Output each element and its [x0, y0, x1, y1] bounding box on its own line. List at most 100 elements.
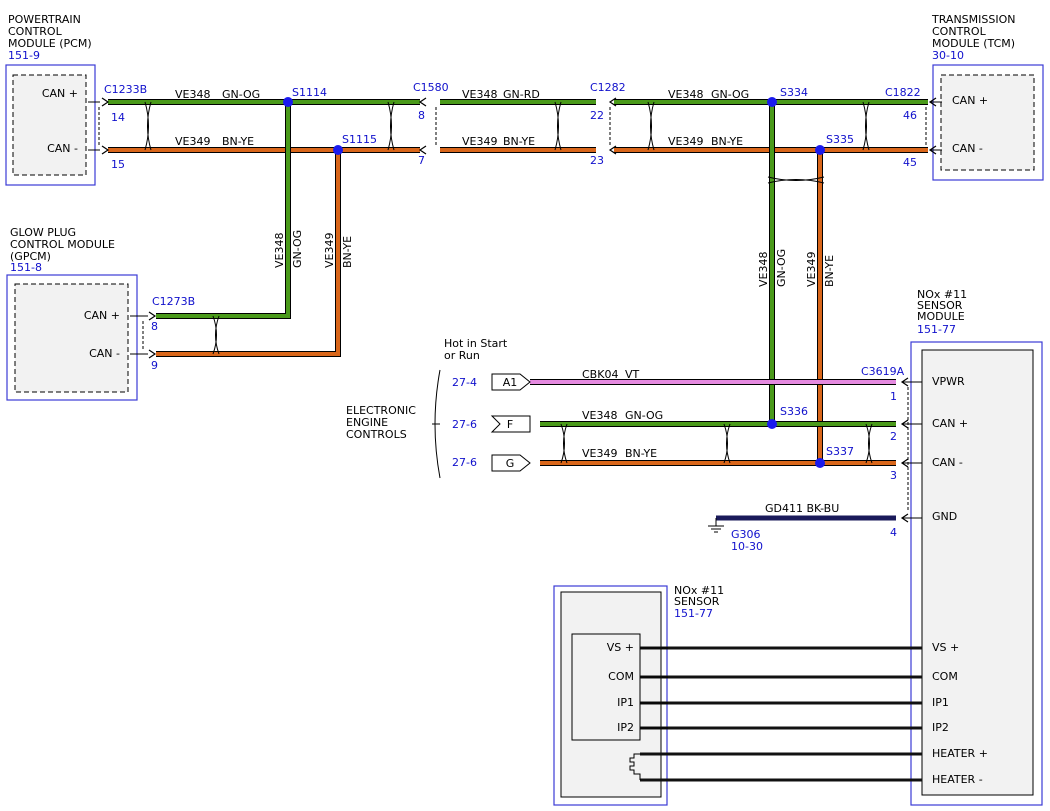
- nox-module-pin-label: CAN -: [932, 456, 963, 469]
- nox-module-pin-label: HEATER +: [932, 747, 988, 760]
- circuit-label: GN-OG: [711, 88, 749, 101]
- nox-module-inner: [921, 349, 1034, 796]
- twist-nox-mid: [723, 423, 731, 464]
- pcm-title-line: POWERTRAIN: [8, 13, 81, 26]
- tcm-inner: [940, 74, 1035, 171]
- hot-label: Hot in Start: [444, 337, 508, 350]
- circuit-label-vertical: VE349: [805, 252, 818, 287]
- circuit-label-vertical: VE348: [757, 252, 770, 287]
- tag-a1-outline: [491, 373, 531, 391]
- nox-module-title-line: SENSOR: [917, 299, 963, 312]
- pin-1: 1: [890, 390, 897, 403]
- tcm-title-line: TRANSMISSION: [931, 13, 1015, 26]
- connector-label-c1822: C1822: [885, 86, 921, 99]
- splice-label-s334: S334: [780, 86, 808, 99]
- circuit-label: VE349: [668, 135, 703, 148]
- pin-3: 3: [890, 469, 897, 482]
- gpcm-title-line: CONTROL MODULE: [10, 238, 115, 251]
- nox-sensor-element: [571, 633, 641, 741]
- pin-8: 8: [151, 320, 158, 333]
- hot-label: or Run: [444, 349, 480, 362]
- connector-label-c1273b: C1273B: [152, 295, 195, 308]
- heater-element-icon: [629, 753, 641, 780]
- nox-module-pin-label: VS +: [932, 641, 959, 654]
- pcm-pin-can-plus: CAN +: [42, 87, 78, 100]
- twist-gpcm: [212, 315, 220, 355]
- pcm-title-line: CONTROL: [8, 25, 63, 38]
- gpcm-title-line: (GPCM): [10, 250, 51, 263]
- circuit-label: GD411 BK-BU: [765, 502, 839, 515]
- tcm-ref: 30-10: [932, 49, 964, 62]
- splice-s336: [767, 419, 777, 429]
- connector-c1273b-pin8: [148, 311, 157, 321]
- wire-ve348-gpcm: [156, 102, 290, 318]
- twist-nox-left: [560, 423, 568, 464]
- connector-label-c1580: C1580: [413, 81, 449, 94]
- circuit-label-vertical: GN-OG: [291, 230, 304, 268]
- nox-module-pin-label: HEATER -: [932, 773, 983, 786]
- gpcm-inner: [14, 283, 129, 393]
- nox-module-ref: 151-77: [917, 323, 956, 336]
- circuit-label-vertical: VE348: [273, 233, 286, 268]
- pin-4: 4: [890, 526, 897, 539]
- connector-c1233b-pin14: [101, 97, 110, 107]
- tcm-pin-can-plus: CAN +: [952, 94, 988, 107]
- circuit-label: VE348: [462, 88, 497, 101]
- nox-module-pin-label: CAN +: [932, 417, 968, 430]
- circuit-label: GN-OG: [625, 409, 663, 422]
- eec-label: CONTROLS: [346, 428, 407, 441]
- splice-s1114: [283, 97, 293, 107]
- ref-label: 27-4: [452, 376, 477, 389]
- connector-c1273b-pin9: [148, 349, 157, 359]
- tcm-title-line: MODULE (TCM): [932, 37, 1015, 50]
- twist-c1580: [387, 101, 395, 151]
- nox-module-pin-label: IP2: [932, 721, 949, 734]
- circuit-label: BN-YE: [222, 135, 254, 148]
- connector-c1233b-pin15: [101, 145, 110, 155]
- ground-name: G306: [731, 528, 761, 541]
- circuit-label: VE349: [462, 135, 497, 148]
- splice-s335: [815, 145, 825, 155]
- circuit-label-vertical: BN-YE: [341, 236, 354, 268]
- pin-8: 8: [418, 109, 425, 122]
- nox-sensor-pin-label: VS +: [607, 641, 634, 654]
- pin-22: 22: [590, 109, 604, 122]
- wire-ve349-gpcm-outline: [156, 150, 341, 357]
- tag-f-outline: [490, 415, 531, 433]
- circuit-label: GN-OG: [222, 88, 260, 101]
- circuit-label: BN-YE: [711, 135, 743, 148]
- circuit-label-vertical: VE349: [323, 233, 336, 268]
- connector-c1580-pin7: [418, 145, 427, 155]
- nox-sensor-title-line: NOx #11: [674, 584, 724, 597]
- pcm-pin-can-minus: CAN -: [47, 142, 78, 155]
- gpcm-pin-can-minus: CAN -: [89, 347, 120, 360]
- nox-module-pin-label: COM: [932, 670, 958, 683]
- circuit-label: VE349: [582, 447, 617, 460]
- connector-c1282-pin23: [608, 145, 617, 155]
- connector-label-c1233b: C1233B: [104, 83, 147, 96]
- nox-sensor-pin-label: IP1: [617, 696, 634, 709]
- twist-mid: [647, 101, 655, 151]
- pin-2: 2: [890, 430, 897, 443]
- circuit-label: VE348: [582, 409, 617, 422]
- splice-label-s337: S337: [826, 445, 854, 458]
- tcm-pin-can-minus: CAN -: [952, 142, 983, 155]
- nox-module-title-line: MODULE: [917, 310, 965, 323]
- nox-module-pin-label: VPWR: [932, 375, 965, 388]
- pin-23: 23: [590, 154, 604, 167]
- circuit-label: VE349: [175, 135, 210, 148]
- tcm-title-line: CONTROL: [932, 25, 987, 38]
- nox-sensor-title-line: SENSOR: [674, 595, 720, 608]
- splice-label-s1115: S1115: [342, 133, 377, 146]
- circuit-label: CBK04: [582, 368, 618, 381]
- nox-sensor-pin-label: COM: [608, 670, 634, 683]
- tag-label: A1: [503, 376, 518, 389]
- pin-45: 45: [903, 156, 917, 169]
- pin-46: 46: [903, 109, 917, 122]
- gpcm-title-line: GLOW PLUG: [10, 226, 76, 239]
- circuit-label: VT: [625, 368, 640, 381]
- splice-label-s336: S336: [780, 405, 808, 418]
- circuit-label-vertical: GN-OG: [775, 249, 788, 287]
- connector-label-c1282: C1282: [590, 81, 626, 94]
